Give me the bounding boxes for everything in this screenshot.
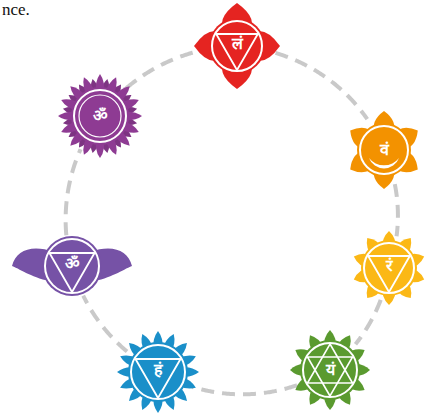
yantra-triangle: [307, 344, 352, 383]
bija-syllable: ॐ: [93, 108, 108, 124]
white-ring: [74, 90, 126, 142]
chakra-lotus: ॐ: [56, 72, 144, 160]
bija-syllable: लं: [232, 36, 243, 52]
bija-syllable: वं: [380, 142, 389, 158]
white-ring: [360, 126, 408, 174]
chakra-lotus: लं: [192, 1, 282, 91]
yantra-triangle: [216, 34, 258, 70]
white-ring: [131, 345, 185, 399]
white-ring: [364, 243, 414, 293]
yantra-triangle: [49, 253, 94, 292]
bija-syllable: ॐ: [65, 256, 80, 272]
crescent-moon: [369, 158, 399, 168]
chakra-lotus: वं: [343, 109, 425, 191]
dashed-connector: [395, 184, 398, 236]
bija-syllable: हं: [154, 362, 163, 378]
chakra-lotus: रं: [351, 230, 427, 306]
dashed-connector: [66, 149, 81, 235]
inner-circle: [300, 340, 360, 400]
dashed-connector: [355, 300, 380, 344]
text-holder: यं: [288, 328, 372, 412]
dashed-connector: [276, 53, 368, 119]
inner-circle: [71, 87, 129, 145]
yantra-triangle: [135, 359, 180, 398]
text-holder: वं: [343, 109, 425, 191]
text-holder: लं: [192, 1, 282, 91]
inner-circle: [357, 123, 411, 177]
text-holder: ॐ: [56, 72, 144, 160]
text-holder: ॐ: [10, 230, 134, 302]
dashed-connector: [83, 296, 127, 352]
text-holder: हं: [115, 329, 201, 415]
white-ring: [212, 21, 262, 71]
inner-circle: [42, 236, 102, 296]
chakra-lotus: हं: [115, 329, 201, 415]
cropped-text: nce.: [2, 1, 30, 18]
bija-syllable: यं: [326, 362, 335, 378]
inner-circle: [209, 18, 265, 74]
inner-circle: [361, 240, 417, 296]
bija-syllable: रं: [386, 258, 393, 274]
yantra-triangle: [307, 357, 352, 396]
white-ring: [45, 239, 99, 293]
text-holder: रं: [351, 230, 427, 306]
dashed-connector: [126, 51, 197, 88]
chakra-lotus: ॐ: [10, 230, 134, 302]
white-ring: [79, 95, 121, 137]
chakra-lotus: यं: [288, 328, 372, 412]
inner-circle: [128, 342, 188, 402]
white-ring: [303, 343, 357, 397]
dashed-connector: [192, 385, 297, 394]
yantra-triangle: [368, 256, 410, 292]
